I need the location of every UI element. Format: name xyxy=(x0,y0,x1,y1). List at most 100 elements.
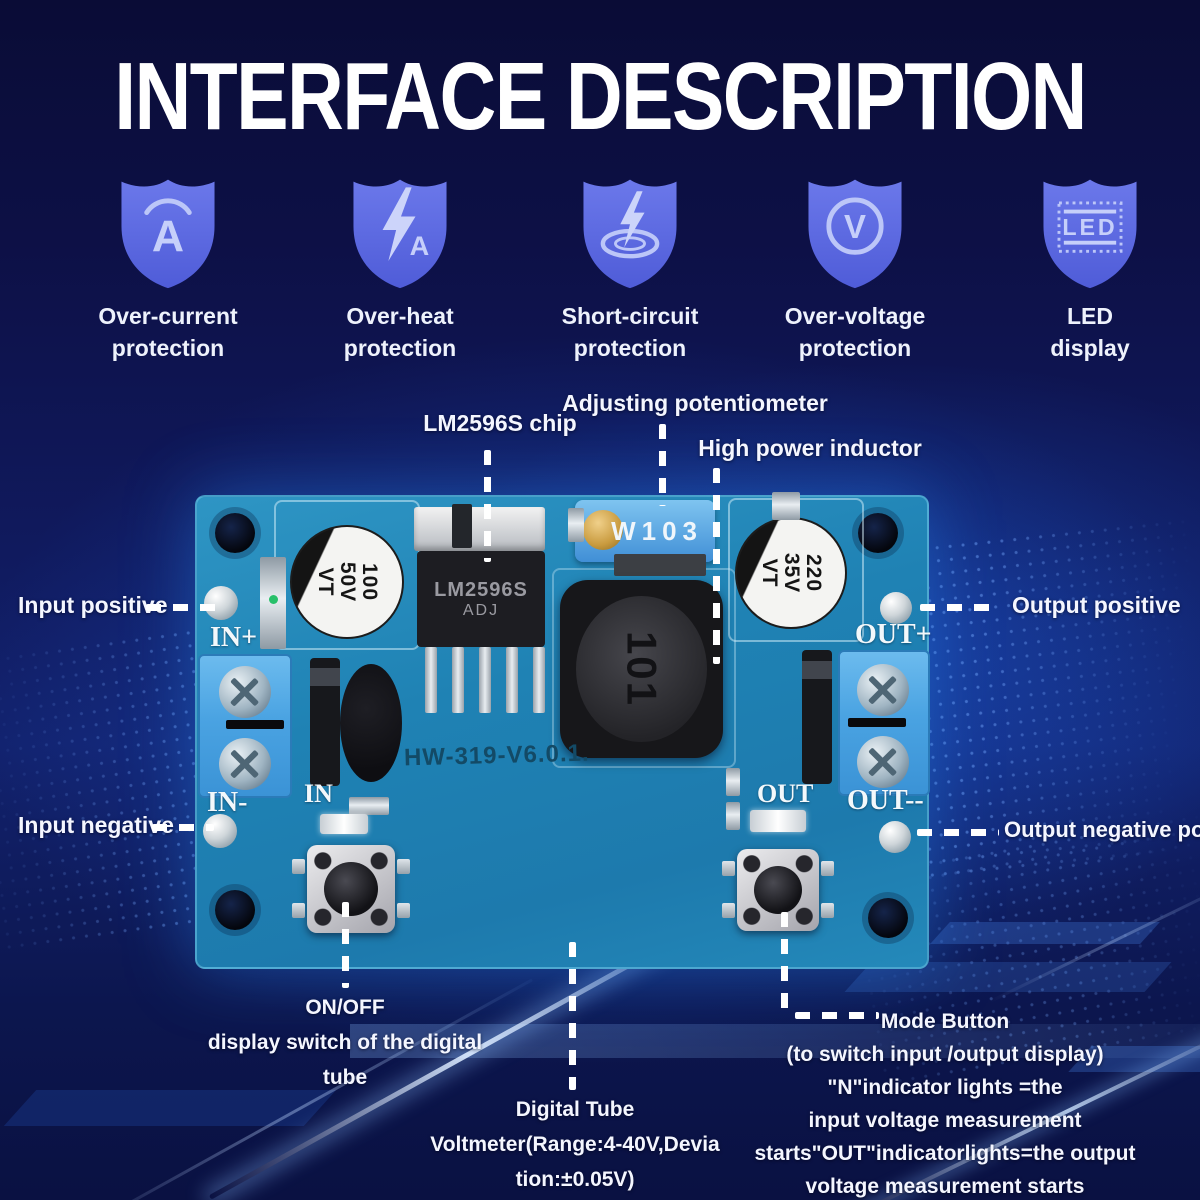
led-display-shield-icon: LED xyxy=(1043,179,1137,289)
potentiometer-label: W103 xyxy=(611,516,703,546)
inductor-marking: 101 xyxy=(618,630,666,708)
chip-pin xyxy=(479,647,491,713)
callout-digital-tube: Digital Tube Voltmeter(Range:4-40V,Devia… xyxy=(430,1098,720,1191)
feature-overvoltage: V Over-voltage protection xyxy=(755,168,955,364)
smd-resistor xyxy=(452,504,472,548)
callout-potentiometer: Adjusting potentiometer xyxy=(562,390,828,416)
feature-label: Over-voltage protection xyxy=(784,303,926,361)
smd-resistor xyxy=(726,768,740,796)
button-pin xyxy=(292,859,305,874)
page-title: INTERFACE DESCRIPTION xyxy=(114,43,1087,150)
inductor-lead xyxy=(614,554,706,576)
transistor xyxy=(340,664,402,782)
silk-out-plus: OUT+ xyxy=(855,619,932,650)
leader-onoff xyxy=(342,902,349,988)
overcurrent-shield-icon: A xyxy=(121,179,215,289)
feature-overcurrent: A Over-current protection xyxy=(68,168,268,364)
button-pin xyxy=(292,903,305,918)
terminal-screw xyxy=(857,736,909,788)
leader-chip xyxy=(484,450,491,562)
output-positive-pad xyxy=(880,592,912,624)
silk-in-minus: IN- xyxy=(207,787,248,818)
input-negative-pad xyxy=(203,814,237,848)
svg-text:LED: LED xyxy=(1062,214,1117,240)
callout-output-negative: Output negative pole xyxy=(1004,817,1200,842)
mounting-hole xyxy=(868,898,908,938)
feature-label: LED display xyxy=(1050,303,1130,361)
chip-heatsink-tab xyxy=(414,507,545,551)
callout-chip: LM2596S chip xyxy=(423,410,577,436)
leader-mode-horizontal xyxy=(795,1012,879,1019)
chip-pin xyxy=(452,647,464,713)
feature-overheat: A Over-heat protection xyxy=(300,168,500,364)
feature-short-circuit: Short-circuit protection xyxy=(530,168,730,364)
leader-input-negative xyxy=(152,824,214,831)
output-negative-pad xyxy=(879,821,911,853)
leader-output-negative xyxy=(917,829,999,836)
onoff-button xyxy=(292,845,410,933)
smd-led-bar xyxy=(260,557,286,649)
potentiometer-screw xyxy=(583,510,623,550)
input-positive-pad xyxy=(204,586,238,620)
input-terminal-block xyxy=(198,654,292,798)
callout-inductor: High power inductor xyxy=(698,435,922,461)
lm2596s-chip: LM2596S ADJ xyxy=(417,551,545,647)
smd-resistor xyxy=(568,508,584,542)
output-capacitor-label: 220 35V VT xyxy=(758,552,825,594)
in-indicator-led xyxy=(320,814,368,834)
chip-pin xyxy=(506,647,518,713)
button-pin xyxy=(722,861,735,876)
callout-output-positive: Output positive xyxy=(1012,592,1181,618)
leader-digital-tube xyxy=(569,942,576,1090)
leader-mode-vertical xyxy=(781,912,788,1012)
overheat-shield-icon: A xyxy=(353,179,447,289)
chip-pin xyxy=(425,647,437,713)
power-inductor: 101 xyxy=(560,580,723,758)
smd-resistor xyxy=(726,802,740,830)
output-terminal-block xyxy=(838,650,930,796)
decor-panel xyxy=(3,1090,337,1126)
pcb-module: 100 50V VT 220 35V VT LM2596S ADJ W10 xyxy=(195,492,932,969)
input-capacitor: 100 50V VT xyxy=(290,525,404,639)
out-indicator-led xyxy=(750,810,806,832)
diode xyxy=(310,658,340,786)
silk-out-minus: OUT-- xyxy=(847,785,924,816)
svg-text:V: V xyxy=(844,208,866,245)
button-pin xyxy=(821,903,834,918)
terminal-screw xyxy=(857,664,909,716)
mounting-hole xyxy=(215,513,255,553)
output-capacitor: 220 35V VT xyxy=(735,517,847,629)
feature-led-display: LED LED display xyxy=(990,168,1190,364)
leader-potentiometer xyxy=(659,424,666,506)
diode xyxy=(802,650,832,784)
callout-onoff: ON/OFF display switch of the digital tub… xyxy=(207,996,483,1089)
mounting-hole xyxy=(858,513,898,553)
adjust-potentiometer: W103 xyxy=(575,500,715,562)
chip-pin xyxy=(533,647,545,713)
silk-in-plus: IN+ xyxy=(210,622,258,653)
callout-mode-button: Mode Button (to switch input /output dis… xyxy=(754,1010,1136,1198)
button-pin xyxy=(397,859,410,874)
short-circuit-shield-icon xyxy=(583,179,677,289)
smd-resistor xyxy=(772,492,800,520)
button-pin xyxy=(821,861,834,876)
leader-inductor xyxy=(713,468,720,664)
leader-output-positive xyxy=(920,604,1000,611)
input-capacitor-label: 100 50V VT xyxy=(314,561,381,603)
terminal-screw xyxy=(219,666,271,718)
terminal-screw xyxy=(219,738,271,790)
feature-label: Over-heat protection xyxy=(343,303,457,361)
terminal-slot xyxy=(226,720,284,729)
terminal-slot xyxy=(848,718,906,727)
callout-input-positive: Input positive xyxy=(18,592,168,618)
svg-text:A: A xyxy=(410,230,430,261)
button-pin xyxy=(722,903,735,918)
feature-label: Short-circuit protection xyxy=(561,303,699,361)
mode-button xyxy=(722,849,834,931)
smd-resistor xyxy=(349,797,389,815)
overvoltage-shield-icon: V xyxy=(808,179,902,289)
silk-out: OUT xyxy=(757,779,814,808)
svg-text:A: A xyxy=(152,212,184,261)
mounting-hole xyxy=(215,890,255,930)
